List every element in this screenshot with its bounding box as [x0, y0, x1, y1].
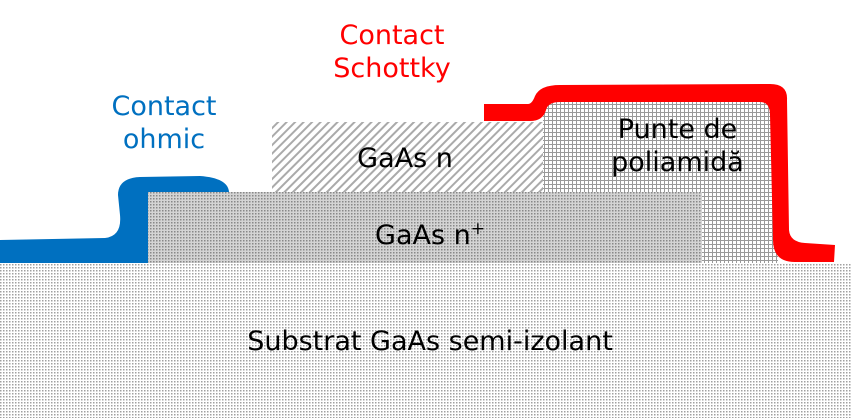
gaas-n-layer [272, 122, 543, 192]
gaas-n-plus-label: GaAs n+ [355, 213, 505, 252]
polyimide-bridge-label-line1: Punte de [617, 114, 738, 145]
substrate-label: Substrat GaAs semi-izolant [247, 326, 613, 357]
gaas-n-plus-text: GaAs n [375, 220, 471, 251]
ohmic-contact-label-line2: ohmic [122, 124, 206, 155]
schottky-contact-metal [484, 84, 835, 262]
polyimide-bridge-label-line2: poliamidă [611, 147, 744, 178]
ohmic-contact-label: Contact ohmic [84, 90, 244, 156]
gaas-n-plus-layer [148, 192, 702, 263]
gaas-n-label: GaAs n [357, 143, 453, 174]
schottky-contact-label: Contact Schottky [312, 19, 472, 85]
ohmic-contact-label-line1: Contact [111, 91, 217, 122]
polyimide-bridge-label: Punte de poliamidă [580, 113, 775, 179]
ohmic-contact-metal [0, 176, 229, 263]
schottky-contact-label-line2: Schottky [333, 53, 451, 84]
substrate-layer [0, 263, 851, 418]
gaas-n-plus-superscript: + [470, 219, 485, 239]
schottky-contact-label-line1: Contact [339, 20, 445, 51]
